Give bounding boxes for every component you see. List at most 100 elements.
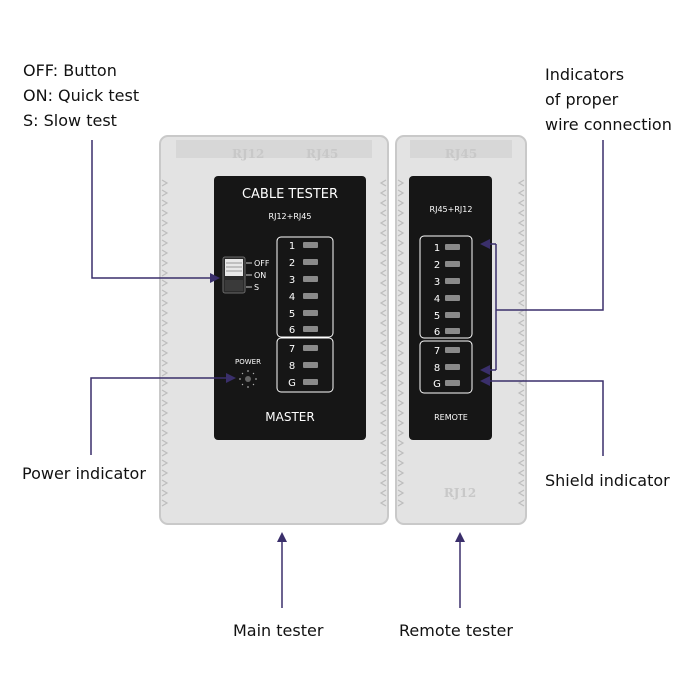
remote-case-top-rim (410, 140, 512, 158)
grip-rib (397, 349, 405, 357)
grip-rib (397, 239, 405, 247)
grip-rib (379, 369, 387, 377)
remote-led (445, 380, 460, 386)
remote-led-label: 7 (434, 346, 440, 357)
grip-rib (517, 499, 525, 507)
grip-rib (517, 439, 525, 447)
grip-rib (161, 179, 169, 187)
grip-rib (379, 179, 387, 187)
master-led-label: 7 (289, 344, 295, 355)
power-label: POWER (235, 358, 261, 366)
master-led (303, 242, 318, 248)
indicators-callout: Indicators of proper wire connection (545, 62, 672, 137)
grip-rib (397, 249, 405, 257)
remote-led-label: 5 (434, 311, 440, 322)
master-port-rj12: RJ12 (232, 147, 264, 161)
grip-rib (161, 229, 169, 237)
grip-rib (397, 269, 405, 277)
grip-rib (379, 299, 387, 307)
master-name: MASTER (265, 410, 314, 424)
callout-indicators-1: Indicators (545, 65, 625, 84)
master-led-group-7-g (276, 337, 334, 393)
grip-rib (397, 209, 405, 217)
grip-rib (379, 449, 387, 457)
master-led-label: 3 (289, 275, 295, 286)
grip-rib (397, 339, 405, 347)
grip-rib (379, 439, 387, 447)
grip-rib (161, 319, 169, 327)
grip-rib (397, 309, 405, 317)
grip-rib (379, 479, 387, 487)
grip-rib (161, 379, 169, 387)
grip-rib (397, 189, 405, 197)
grip-rib (161, 449, 169, 457)
callout-indicators-2: of proper (545, 90, 619, 109)
remote-led (445, 347, 460, 353)
grip-rib (517, 289, 525, 297)
grip-rib (397, 389, 405, 397)
grip-rib (379, 349, 387, 357)
grip-rib (517, 349, 525, 357)
grip-rib (161, 369, 169, 377)
switch-label-s: S (254, 283, 259, 292)
master-led (303, 259, 318, 265)
grip-rib (379, 429, 387, 437)
grip-rib (161, 219, 169, 227)
grip-rib (517, 339, 525, 347)
master-grip-right (379, 179, 387, 507)
remote-led-label: 8 (434, 363, 440, 374)
remote-led-label: 3 (434, 277, 440, 288)
remote-callout: Remote tester (399, 621, 513, 640)
grip-rib (517, 249, 525, 257)
grip-rib (161, 269, 169, 277)
grip-rib (397, 419, 405, 427)
grip-rib (161, 479, 169, 487)
grip-rib (161, 289, 169, 297)
grip-rib (397, 289, 405, 297)
grip-rib (517, 479, 525, 487)
grip-rib (161, 409, 169, 417)
remote-subtitle: RJ45+RJ12 (430, 205, 473, 214)
grip-rib (379, 279, 387, 287)
leader-lines (90, 140, 604, 608)
grip-rib (161, 499, 169, 507)
grip-rib (379, 239, 387, 247)
grip-rib (161, 389, 169, 397)
grip-rib (517, 489, 525, 497)
grip-rib (397, 439, 405, 447)
mode-switch[interactable] (222, 256, 246, 294)
callout-on: ON: Quick test (23, 86, 140, 105)
remote-grip-right (517, 179, 525, 507)
grip-rib (517, 279, 525, 287)
remote-led (445, 261, 460, 267)
switch-label-on: ON (254, 271, 266, 280)
grip-rib (161, 469, 169, 477)
switch-label-off: OFF (254, 259, 270, 268)
grip-rib (397, 219, 405, 227)
grip-rib (161, 259, 169, 267)
grip-rib (379, 339, 387, 347)
grip-rib (379, 459, 387, 467)
shield-leader-arrow (480, 376, 604, 456)
grip-rib (517, 409, 525, 417)
grip-rib (517, 429, 525, 437)
grip-rib (161, 419, 169, 427)
main-callout: Main tester (233, 621, 324, 640)
grip-rib (379, 329, 387, 337)
grip-rib (379, 359, 387, 367)
grip-rib (379, 289, 387, 297)
grip-rib (397, 429, 405, 437)
grip-rib (397, 259, 405, 267)
master-led (303, 276, 318, 282)
master-led (303, 326, 318, 332)
remote-led-label: 1 (434, 243, 440, 254)
grip-rib (517, 459, 525, 467)
remote-led-group-1-6 (419, 235, 473, 339)
grip-rib (161, 339, 169, 347)
grip-rib (161, 329, 169, 337)
grip-rib (161, 349, 169, 357)
remote-led (445, 364, 460, 370)
grip-rib (517, 329, 525, 337)
master-unit: RJ12 RJ45 CABLE TESTER RJ12+RJ45 OFF ON … (159, 135, 389, 525)
grip-rib (379, 399, 387, 407)
